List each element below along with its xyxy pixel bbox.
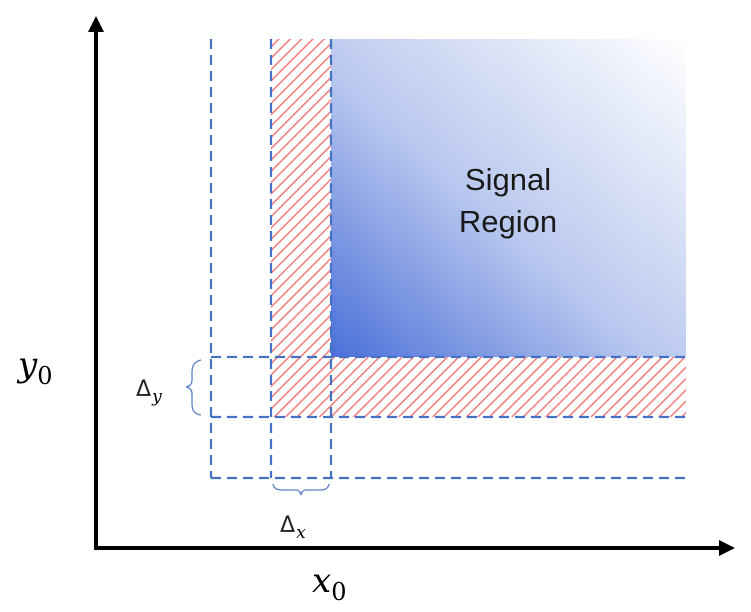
signal-region-label-line1: Signal	[465, 162, 551, 197]
delta-x-label: Δx	[280, 513, 306, 543]
delta-y-label: Δy	[136, 377, 162, 407]
hatched-band-horizontal	[331, 357, 686, 417]
dashed-boundaries	[209, 39, 686, 480]
delta-y-brace	[185, 359, 202, 416]
signal-region-label-line2: Region	[459, 204, 557, 239]
y0-label: y0	[16, 345, 53, 390]
delta-x-brace	[272, 483, 330, 496]
hatched-band-vertical	[271, 39, 331, 417]
x0-label: x0	[312, 561, 346, 606]
signal-region	[331, 39, 686, 357]
